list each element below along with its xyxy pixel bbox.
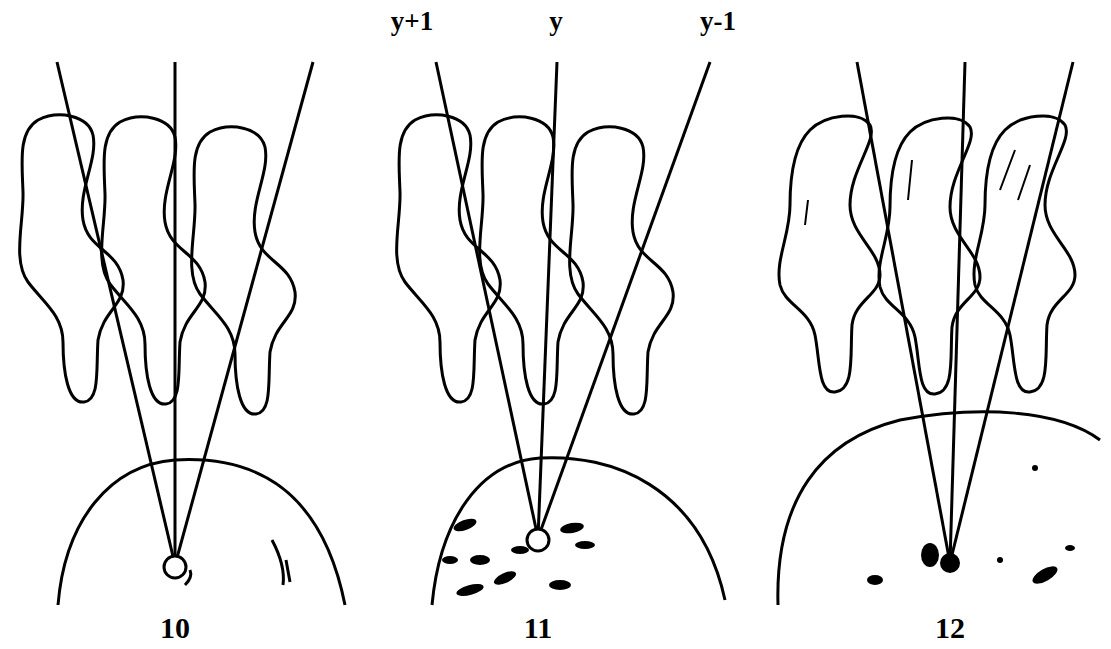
- panel-10: [20, 62, 345, 605]
- apex-outline: [58, 460, 345, 605]
- cell-spot: [549, 580, 571, 590]
- panel-11: [397, 62, 725, 605]
- cell-spot: [921, 543, 939, 567]
- cell-spot: [452, 516, 478, 534]
- origin-circle: [164, 556, 186, 578]
- radial-line: [436, 62, 538, 538]
- radial-line: [538, 62, 710, 538]
- axis-label: y: [549, 8, 563, 35]
- origin-dot: [940, 553, 960, 573]
- panel-number: 11: [524, 613, 552, 643]
- cell-mark: [272, 540, 290, 585]
- cell-mark: [185, 570, 191, 585]
- vein-mark: [805, 150, 1030, 225]
- cell-spot: [575, 541, 595, 549]
- cell-spot: [867, 575, 883, 585]
- origin-circle: [527, 529, 549, 551]
- cell-spot: [1065, 545, 1075, 551]
- leaf-primordium: [192, 127, 296, 414]
- cell-spot: [997, 557, 1003, 563]
- radial-line: [57, 62, 175, 565]
- leaf-primordium: [570, 127, 674, 414]
- panel-number: 10: [160, 613, 190, 643]
- cell-spot: [1032, 465, 1038, 471]
- cell-spot: [511, 546, 529, 554]
- radial-line: [857, 62, 950, 563]
- radial-line: [174, 62, 177, 565]
- cell-spot: [442, 556, 458, 564]
- leaf-primordium: [779, 116, 880, 392]
- radial-line: [950, 62, 965, 563]
- cell-spot: [492, 568, 518, 587]
- radial-line: [538, 62, 557, 538]
- apex-outline: [432, 458, 725, 605]
- leaf-primordium: [102, 117, 206, 404]
- radial-line: [175, 62, 313, 565]
- leaf-primordium: [20, 115, 124, 402]
- axis-label: y+1: [391, 8, 433, 35]
- cell-spot: [470, 555, 490, 565]
- panel-12: [778, 62, 1100, 605]
- leaf-primordium: [397, 115, 501, 402]
- leaf-primordium: [480, 117, 584, 404]
- cell-spot: [455, 582, 485, 599]
- radial-line: [950, 62, 1073, 563]
- cell-spot: [559, 521, 584, 535]
- cell-spot: [1030, 563, 1060, 587]
- panel-number: 12: [935, 613, 965, 643]
- axis-label: y-1: [700, 8, 736, 35]
